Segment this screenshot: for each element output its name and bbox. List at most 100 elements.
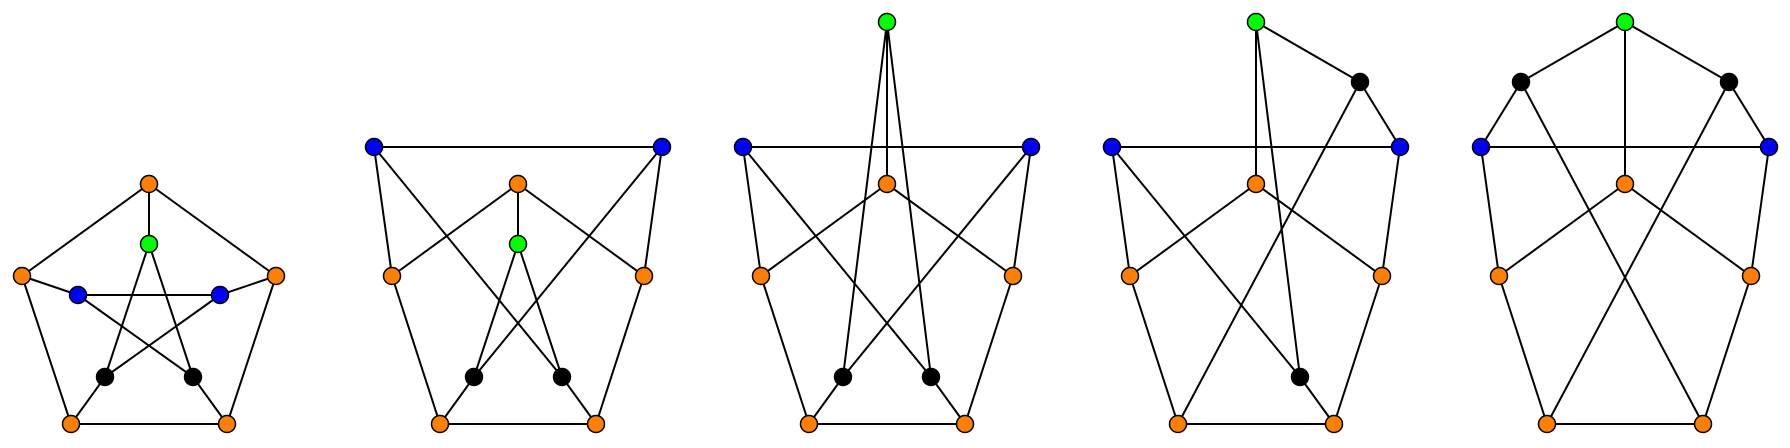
graph-5 [1471, 12, 1779, 434]
graph-2 [364, 137, 672, 434]
green-node-g [1615, 12, 1635, 32]
edge-bl-kr [77, 294, 194, 378]
orange-node-obl [799, 414, 819, 434]
edge-g-kl [1520, 21, 1626, 83]
orange-node-b [12, 266, 32, 286]
orange-node-obr [586, 414, 606, 434]
orange-node-or [1372, 266, 1392, 286]
edge-kl-bl [1480, 81, 1522, 148]
edge-kr-obl [1546, 81, 1730, 425]
black-node-kr [552, 367, 572, 387]
edge-bl-ol [373, 146, 393, 277]
orange-node-ol [751, 266, 771, 286]
edge-a-b [21, 183, 150, 277]
edge-e-kr [192, 376, 228, 425]
black-node-kt [1350, 72, 1370, 92]
black-node-kl [464, 367, 484, 387]
edge-or-obr [1333, 275, 1383, 425]
edge-kl-obl [439, 376, 475, 425]
graph-4 [1102, 12, 1410, 434]
edge-kt-obl [1177, 81, 1361, 425]
edge-ot-or [517, 183, 645, 277]
edge-ol-obl [760, 275, 810, 425]
green-node-g [877, 12, 897, 32]
edge-or-obr [964, 275, 1014, 425]
orange-node-ol [1489, 266, 1509, 286]
orange-node-a [139, 174, 159, 194]
green-node-g [1246, 12, 1266, 32]
edge-bl-ol [1111, 146, 1131, 277]
edge-kl-obl [808, 376, 844, 425]
graph-3 [733, 12, 1041, 434]
green-node-g [508, 234, 528, 254]
edge-bl-kr [373, 146, 563, 378]
edge-g-kl [104, 243, 150, 378]
edge-bl-kr [1111, 146, 1301, 378]
blue-node-br [1759, 137, 1779, 157]
orange-node-ol [1120, 266, 1140, 286]
blue-node-br [652, 137, 672, 157]
black-node-kr [183, 367, 203, 387]
edge-g-kl [473, 243, 519, 378]
blue-node-br [210, 285, 230, 305]
edge-kl-obr [1520, 81, 1704, 425]
graph-1 [12, 174, 286, 434]
blue-node-bl [68, 285, 88, 305]
black-node-kl [95, 367, 115, 387]
edge-br-or [1750, 146, 1770, 277]
orange-node-ol [382, 266, 402, 286]
blue-node-bl [1471, 137, 1491, 157]
orange-node-obr [1693, 414, 1713, 434]
black-node-kr [1719, 72, 1739, 92]
green-node-g [139, 234, 159, 254]
edge-br-kl [473, 146, 663, 378]
edge-b-bl [21, 275, 79, 296]
orange-node-ot [877, 174, 897, 194]
black-node-kl [1511, 72, 1531, 92]
orange-node-c [266, 266, 286, 286]
black-node-kr [921, 367, 941, 387]
edge-d-kl [70, 376, 106, 425]
black-node-kl [833, 367, 853, 387]
orange-node-or [634, 266, 654, 286]
edge-b-d [21, 275, 72, 425]
edge-or-obr [595, 275, 645, 425]
edge-ot-ol [391, 183, 519, 277]
edge-a-c [148, 183, 277, 277]
edge-c-br [219, 275, 277, 296]
edge-ot-or [1624, 183, 1752, 277]
edge-ot-or [1255, 183, 1383, 277]
blue-node-br [1021, 137, 1041, 157]
edge-kr-obr [561, 376, 597, 425]
edge-c-e [226, 275, 277, 425]
orange-node-obl [430, 414, 450, 434]
edge-kt-br [1359, 81, 1401, 148]
orange-node-or [1003, 266, 1023, 286]
orange-node-ot [1246, 174, 1266, 194]
blue-node-bl [364, 137, 384, 157]
edge-br-or [643, 146, 663, 277]
orange-node-obr [1324, 414, 1344, 434]
edge-ol-obl [1129, 275, 1179, 425]
edge-kr-br [1728, 81, 1770, 148]
orange-node-e [217, 414, 237, 434]
edge-ol-obl [1498, 275, 1548, 425]
blue-node-br [1390, 137, 1410, 157]
edge-kr-obr [930, 376, 966, 425]
orange-node-obr [955, 414, 975, 434]
edge-kr-obr [1299, 376, 1335, 425]
edge-ot-ol [1498, 183, 1626, 277]
blue-node-bl [733, 137, 753, 157]
edge-ol-obl [391, 275, 441, 425]
edge-ot-ol [760, 183, 888, 277]
orange-node-ot [508, 174, 528, 194]
edge-br-kl [842, 146, 1032, 378]
edge-br-or [1381, 146, 1401, 277]
edge-bl-ol [1480, 146, 1500, 277]
edge-g-kr [148, 243, 194, 378]
edge-g-kr [1624, 21, 1730, 83]
edge-br-kl [104, 294, 221, 378]
orange-node-obl [1537, 414, 1557, 434]
